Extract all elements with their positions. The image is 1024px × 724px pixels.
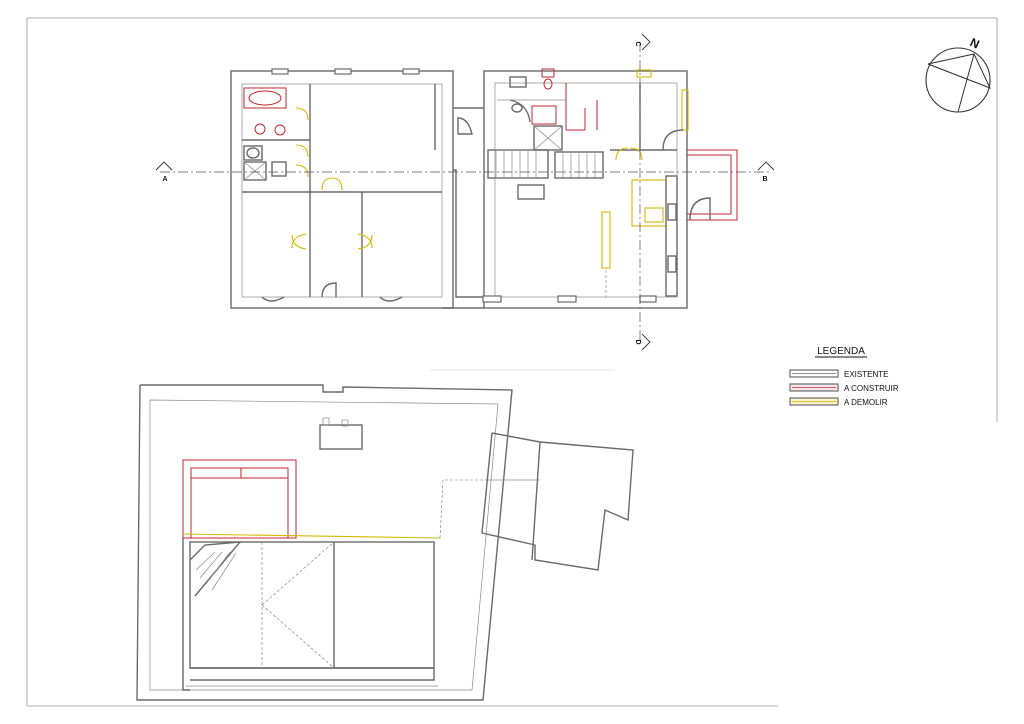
section-label-d: D <box>634 339 641 344</box>
right-block-outline <box>483 70 688 309</box>
legend-item-existing: EXISTENTE <box>789 369 888 379</box>
legend-label-to-build: A CONSTRUIR <box>844 384 899 393</box>
section-label-a: A <box>162 176 167 183</box>
section-label-c: C <box>634 41 641 46</box>
sheet-frame <box>26 17 998 707</box>
legend-label-existing: EXISTENTE <box>844 370 888 379</box>
section-label-b: B <box>762 176 767 183</box>
new-attic-room <box>182 459 297 539</box>
section-lines <box>155 33 775 351</box>
ground-floor-plan <box>230 68 738 309</box>
legend-title: LEGENDA <box>817 346 865 357</box>
legend-item-to-build: A CONSTRUIR <box>789 383 899 393</box>
stair <box>487 149 604 200</box>
legend-label-to-demolish: A DEMOLIR <box>844 398 888 407</box>
north-label: N <box>968 35 982 51</box>
roof-plan <box>136 384 634 701</box>
north-arrow: N <box>925 35 991 113</box>
legend: LEGENDA EXISTENTE A CONSTRUIR A DEMOLIR <box>789 346 899 407</box>
legend-item-to-demolish: A DEMOLIR <box>789 397 888 407</box>
